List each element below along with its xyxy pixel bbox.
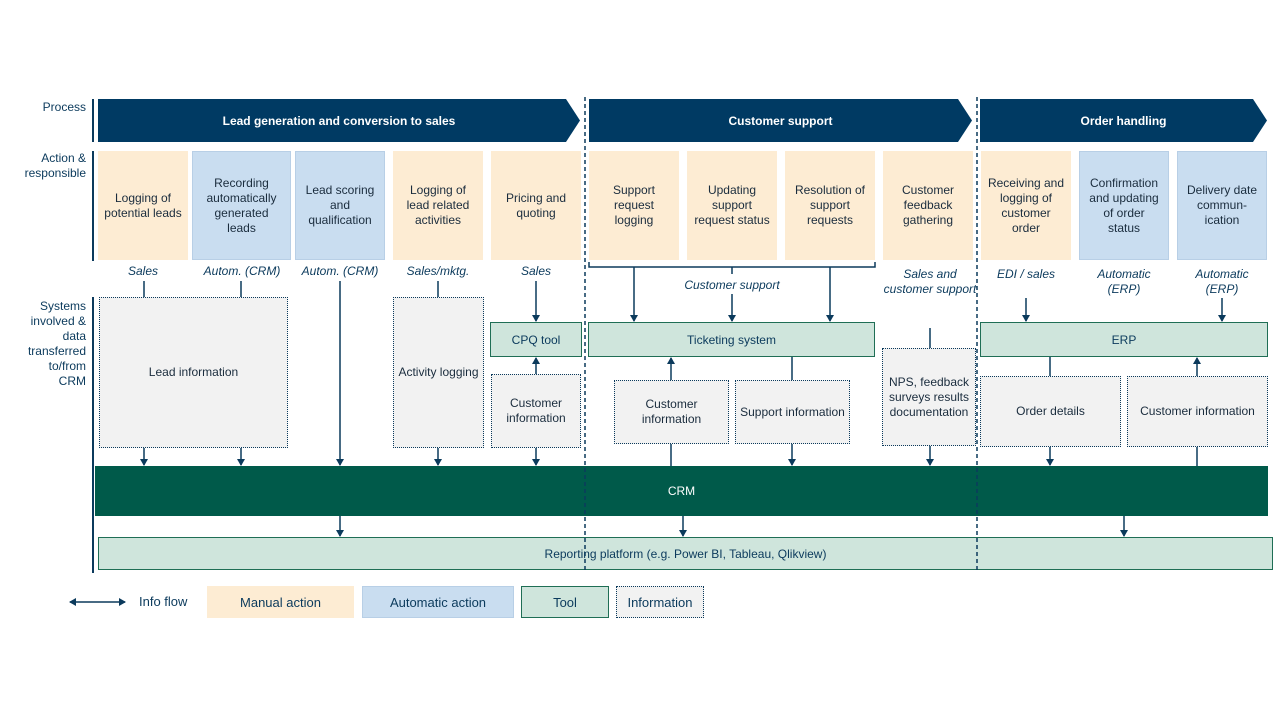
info-order-details: Order details xyxy=(980,376,1121,447)
action-resolution-support: Resolution of support requests xyxy=(785,151,875,260)
info-customer-information-cpq: Customer information xyxy=(491,374,581,448)
phase-customer-support: Customer support xyxy=(589,99,972,142)
info-customer-information-erp: Customer information xyxy=(1127,376,1268,447)
responsible-autom-1: Autom. (CRM) xyxy=(203,264,281,278)
responsible-automatic-erp-2: Automatic (ERP) xyxy=(1195,267,1249,296)
tool-ticketing-system: Ticketing system xyxy=(588,322,875,357)
legend-automatic-action: Automatic action xyxy=(362,586,514,618)
info-activity-logging: Activity logging xyxy=(393,297,484,448)
row-separator-systems xyxy=(92,297,94,573)
row-separator-action xyxy=(92,151,94,261)
responsible-sales-customer-support: Sales and customer support xyxy=(883,267,977,296)
action-feedback-gathering: Customer feedback gathering xyxy=(883,151,973,260)
responsible-autom-2: Autom. (CRM) xyxy=(301,264,379,278)
action-receiving-order: Receiving and logging of customer order xyxy=(981,151,1071,260)
action-pricing-quoting: Pricing and quoting xyxy=(491,151,581,260)
action-confirmation-order: Confirmation and updating of order statu… xyxy=(1079,151,1169,260)
row-label-action: Action & responsible xyxy=(24,151,86,180)
row-label-systems: Systems involved & data transferred to/f… xyxy=(27,299,86,388)
action-recording-leads: Recording automatically generated leads xyxy=(192,151,291,260)
info-lead-information: Lead information xyxy=(99,297,288,448)
tool-crm: CRM xyxy=(95,466,1268,516)
info-support-information: Support information xyxy=(735,380,850,444)
row-label-process: Process xyxy=(42,100,86,114)
phase-order-handling: Order handling xyxy=(980,99,1267,142)
row-separator-process xyxy=(92,99,94,142)
legend-info-flow-label: Info flow xyxy=(139,594,188,609)
responsible-sales-1: Sales xyxy=(127,264,159,278)
action-delivery-date: Delivery date commun-ication xyxy=(1177,151,1267,260)
action-lead-scoring: Lead scoring and qualification xyxy=(295,151,385,260)
phase-lead-generation: Lead generation and conversion to sales xyxy=(98,99,580,142)
responsible-sales-2: Sales xyxy=(520,264,552,278)
info-nps-feedback: NPS, feedback surveys results documentat… xyxy=(882,348,976,446)
responsible-sales-mktg: Sales/mktg. xyxy=(406,264,470,278)
legend-information: Information xyxy=(616,586,704,618)
info-customer-information-ticket: Customer information xyxy=(614,380,729,444)
action-support-logging: Support request logging xyxy=(589,151,679,260)
action-logging-leads: Logging of potential leads xyxy=(98,151,188,260)
legend-tool: Tool xyxy=(521,586,609,618)
action-updating-support: Updating support request status xyxy=(687,151,777,260)
tool-reporting-platform: Reporting platform (e.g. Power BI, Table… xyxy=(98,537,1273,570)
responsible-automatic-erp-1: Automatic (ERP) xyxy=(1097,267,1151,296)
tool-erp: ERP xyxy=(980,322,1268,357)
action-lead-activities: Logging of lead related activities xyxy=(393,151,483,260)
legend-manual-action: Manual action xyxy=(207,586,354,618)
responsible-edi-sales: EDI / sales xyxy=(996,267,1056,281)
tool-cpq: CPQ tool xyxy=(490,322,582,357)
responsible-customer-support: Customer support xyxy=(684,278,780,292)
